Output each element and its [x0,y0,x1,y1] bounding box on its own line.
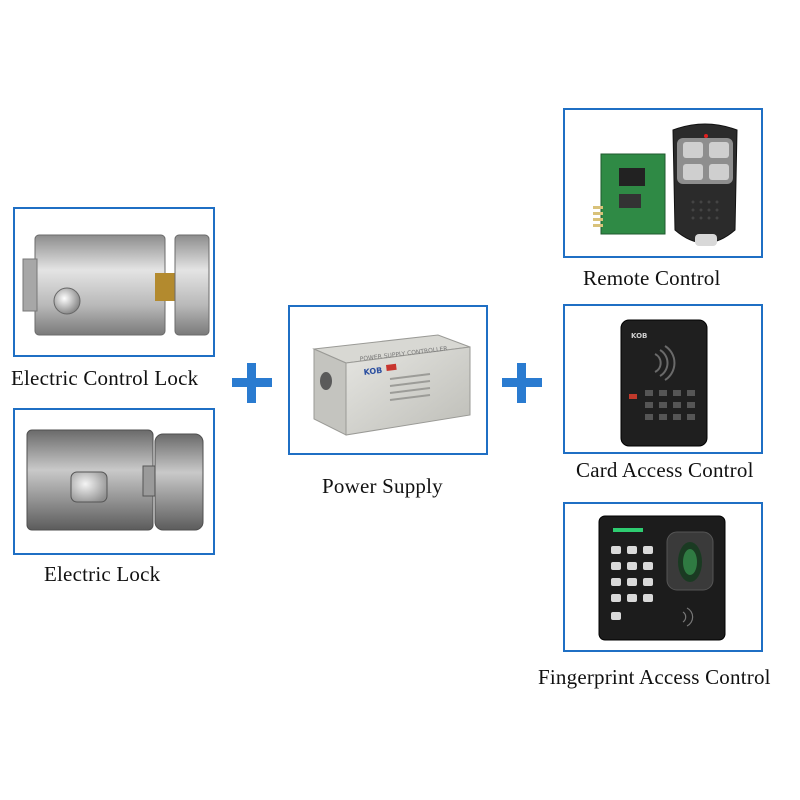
electric-lock-panel [13,408,215,555]
power-supply-image: POWER SUPPLY CONTROLLER KOB [312,334,471,436]
remote-control-image [593,123,738,246]
plus-icon [502,363,542,403]
electric-lock-image [26,429,204,531]
card-access-control-label: Card Access Control [576,458,754,482]
fingerprint-access-control-panel [563,502,763,652]
power-supply-panel: POWER SUPPLY CONTROLLER KOB [288,305,488,455]
remote-control-panel [563,108,763,258]
electric-control-lock-image [22,234,210,336]
electric-lock-label: Electric Lock [44,562,161,586]
supply-brand: KOB [363,366,383,377]
card-access-control-image: KOB [620,319,708,447]
card-brand: KOB [631,332,647,340]
fingerprint-access-control-image [598,515,726,641]
electric-control-lock-panel [13,207,215,357]
card-access-control-panel: KOB [563,304,763,454]
power-supply-label: Power Supply [322,474,443,498]
fingerprint-access-control-label: Fingerprint Access Control [538,665,771,689]
plus-icon [232,363,272,403]
electric-control-lock-label: Electric Control Lock [11,366,199,390]
remote-control-label: Remote Control [583,266,721,290]
